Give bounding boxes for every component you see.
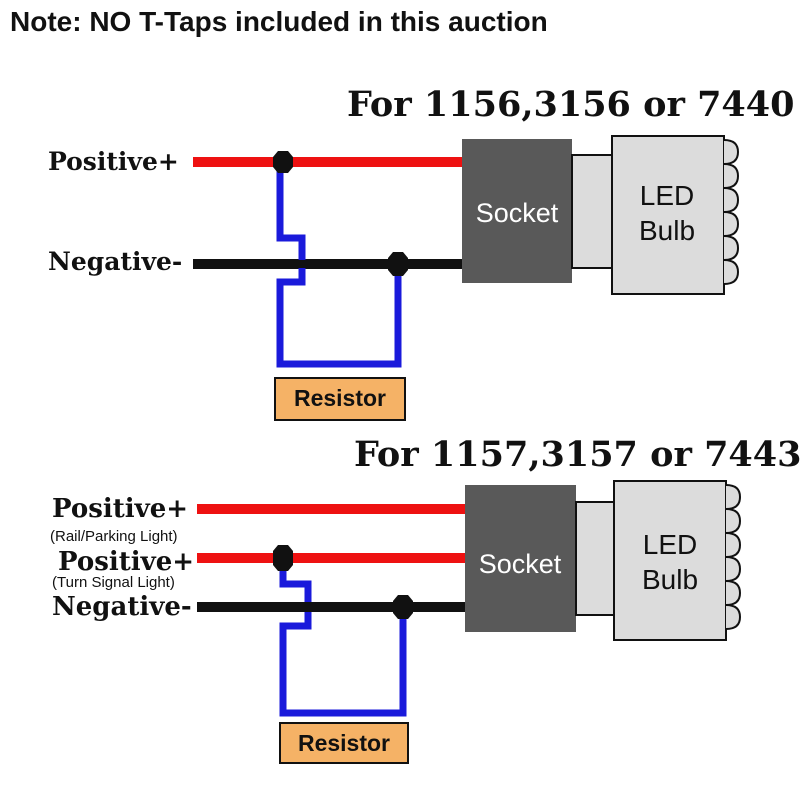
bulb-label-line2: Bulb [642,564,698,595]
note-text: Note: NO T-Taps included in this auction [10,6,548,37]
positive-2-sublabel: (Turn Signal Light) [52,574,175,591]
positive-2-label: Positive+ [58,547,194,577]
resistor-wire [276,162,402,368]
resistor-label: Resistor [294,385,386,411]
socket-label: Socket [479,549,562,579]
led-bulb: LED Bulb [575,480,742,641]
bulb-neck [571,154,615,269]
bulb-label-line2: Bulb [639,215,695,246]
led-bulb: LED Bulb [571,135,740,295]
diagram-1-title: For 1156,3156 or 7440 [347,84,794,125]
positive-1-sublabel: (Rail/Parking Light) [50,528,178,545]
negative-label: Negative- [48,247,182,276]
negative-junction [393,595,413,619]
resistor-label: Resistor [298,730,390,756]
negative-junction [388,252,408,276]
positive-junction [273,545,293,571]
bulb-body [613,480,727,641]
positive-label: Positive+ [48,147,179,176]
bulb-bumps [725,484,742,630]
bulb-neck [575,501,617,616]
bulb-bumps [723,139,740,285]
socket-box [465,485,576,632]
positive-1-label: Positive+ [52,494,188,524]
positive-junction [273,151,293,173]
diagram-2: For 1157,3157 or 7443 Positive+ (Rail/Pa… [50,434,800,764]
bulb-label-line1: LED [640,180,694,211]
resistor-box [279,722,409,764]
resistor-box [274,377,406,421]
socket-label: Socket [476,198,559,228]
socket-box [462,139,572,283]
diagram-1: For 1156,3156 or 7440 Positive+ Negative… [48,84,794,421]
diagram-2-title: For 1157,3157 or 7443 [354,434,800,475]
bulb-label-line1: LED [643,529,697,560]
bulb-body [611,135,725,295]
resistor-wire [279,558,407,717]
negative-label: Negative- [52,592,192,622]
